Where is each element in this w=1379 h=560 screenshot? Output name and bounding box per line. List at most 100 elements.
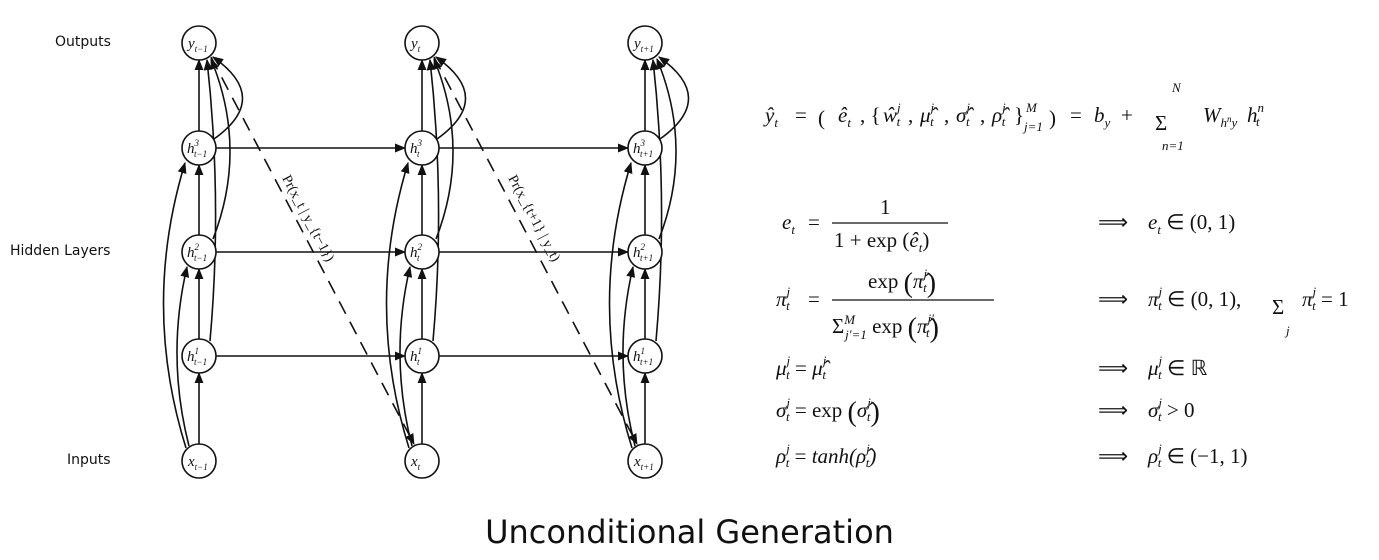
caption: Unconditional Generation [485,513,894,551]
svg-text:h1t+1: h1t+1 [633,346,653,367]
svg-text:πjt = 1: πjt = 1 [1302,284,1349,313]
svg-text:hnt: hnt [1247,100,1264,129]
svg-text:μ̂jt: μ̂jt [919,100,939,129]
svg-text:yt+1: yt+1 [632,36,654,54]
svg-text:μjt ∈ ℝ: μjt ∈ ℝ [1147,353,1208,382]
input-node: xt−1 [181,443,217,479]
svg-text:,: , [980,103,985,127]
svg-text:1: 1 [880,195,891,219]
svg-text:et: et [782,210,795,237]
input-node: xt [404,443,440,479]
svg-text:⟹: ⟹ [1098,210,1128,234]
svg-text:⟹: ⟹ [1098,287,1128,311]
svg-text:M: M [1025,100,1038,115]
svg-text:σjt = exp (σ̂jt): σjt = exp (σ̂jt) [776,395,880,428]
output-node: yt+1 [627,25,663,61]
svg-text:μjt = μ̂jt: μjt = μ̂jt [775,353,831,382]
output-skip-arrow [658,56,690,140]
svg-text:): ) [1049,106,1056,130]
output-skip-arrow [656,57,677,240]
svg-text:,: , [944,103,949,127]
svg-text:+: + [1121,103,1133,127]
svg-text:,: , [908,103,913,127]
svg-text:ŷt: ŷt [763,103,778,130]
svg-text:⟹: ⟹ [1098,356,1128,380]
svg-text:xt+1: xt+1 [633,454,654,472]
prob-label-1: Pr(x_t | y_{t−1}) [278,173,336,265]
svg-text:Σ: Σ [1155,111,1167,135]
svg-text:h3t+1: h3t+1 [633,138,653,159]
svg-text:=: = [1070,103,1082,127]
output-node: yt−1 [181,25,217,61]
svg-text:j: j [1284,323,1290,338]
input-node: xt+1 [627,443,663,479]
svg-text:j=1: j=1 [1022,119,1043,134]
svg-text:πjt: πjt [776,284,791,313]
svg-text:h3t: h3t [410,138,423,159]
svg-text:h1t: h1t [410,346,422,367]
inputs-row-label: Inputs [67,452,111,468]
svg-text:xt−1: xt−1 [187,454,208,472]
e-equation: et = 1 1 + exp (êt) ⟹ et ∈ (0, 1) [782,195,1235,255]
svg-text:exp (π̂jt): exp (π̂jt) [868,266,936,299]
input-skip-arrow [176,265,190,447]
svg-text:, {: , { [860,103,881,127]
svg-text:⟹: ⟹ [1098,398,1128,422]
output-skip-arrow [435,56,467,140]
svg-text:σjt > 0: σjt > 0 [1148,395,1194,424]
svg-text:yt: yt [409,36,421,54]
svg-text:h2t+1: h2t+1 [633,242,653,263]
sampling-arrow [433,56,638,445]
svg-text:1 + exp (êt): 1 + exp (êt) [834,228,929,255]
svg-text:xt: xt [410,454,421,472]
svg-text:(: ( [818,106,825,130]
output-node: yt [404,25,440,61]
output-skip-arrow [212,56,244,140]
svg-text:Whny: Whny [1203,103,1238,130]
svg-text:et ∈ (0, 1): et ∈ (0, 1) [1148,210,1235,237]
svg-text:ρjt ∈ (−1, 1): ρjt ∈ (−1, 1) [1147,441,1247,470]
prob-label-2: Pr(x_{t+1} | y_t) [504,173,562,265]
svg-text:n=1: n=1 [1162,138,1184,153]
svg-text:êt: êt [838,103,851,130]
output-skip-arrow [433,57,454,240]
svg-text:ρ̂jt: ρ̂jt [991,100,1010,129]
svg-text:ρjt = tanh(ρ̂jt): ρjt = tanh(ρ̂jt) [775,441,876,470]
input-skip-arrow [608,161,633,449]
svg-text:}: } [1014,103,1024,127]
svg-text:⟹: ⟹ [1098,444,1128,468]
outputs-row-label: Outputs [55,34,111,50]
svg-text:ŵjt: ŵjt [883,100,901,129]
input-skip-arrow [399,265,413,447]
sampling-arrow [210,56,415,445]
input-skip-arrow [622,265,636,447]
svg-text:ΣMj′=1 exp (π̂j′t): ΣMj′=1 exp (π̂j′t) [832,311,939,344]
output-skip-arrow [649,58,663,342]
svg-text:=: = [795,103,807,127]
output-skip-arrow [203,58,217,342]
svg-text:πjt ∈ (0, 1),: πjt ∈ (0, 1), [1148,284,1241,313]
svg-text:by: by [1094,103,1111,130]
input-skip-arrow [385,161,410,449]
svg-text:h2t: h2t [410,242,423,263]
svg-text:Σ: Σ [1272,295,1284,319]
hidden-layers-row-label: Hidden Layers [10,243,111,259]
svg-text:=: = [808,210,820,234]
svg-text:σ̂jt: σ̂jt [956,100,974,129]
output-skip-arrow [426,58,440,342]
svg-text:yt−1: yt−1 [186,36,208,54]
svg-text:h1t−1: h1t−1 [187,346,207,367]
